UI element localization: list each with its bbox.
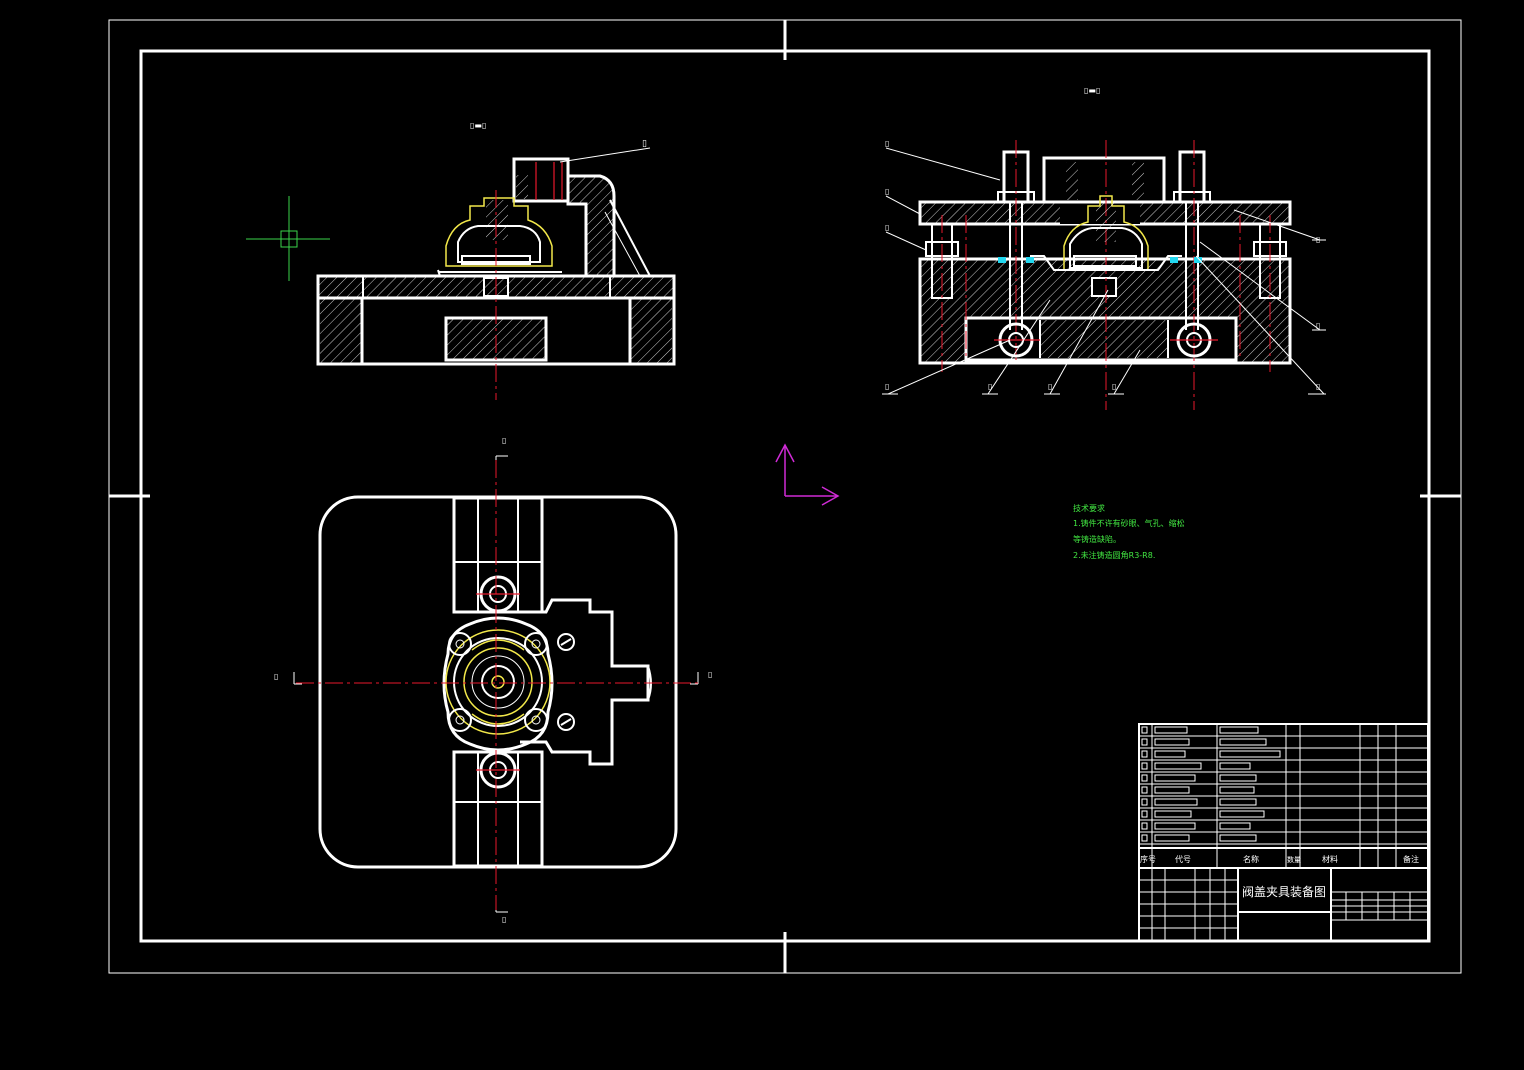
svg-text:▯: ▯	[1048, 382, 1052, 391]
bom-index-cell	[1141, 726, 1148, 734]
bom-code-cell	[1154, 762, 1202, 770]
bom-name-cell	[1219, 834, 1257, 842]
svg-text:▯▬▯: ▯▬▯	[1084, 86, 1100, 95]
svg-text:▯: ▯	[1316, 321, 1320, 330]
ucs-axis-icon	[775, 443, 840, 506]
crosshair-cursor-icon	[246, 196, 330, 281]
section-view-right: ▯▬▯	[882, 86, 1326, 410]
bom-name-cell	[1219, 738, 1267, 746]
bom-name-cell	[1219, 726, 1259, 734]
bom-index-cell	[1141, 774, 1148, 782]
bom-index-cell	[1141, 750, 1148, 758]
bom-name-cell	[1219, 786, 1255, 794]
svg-text:▯: ▯	[885, 187, 889, 196]
svg-text:▯: ▯	[885, 223, 889, 232]
bom-name-cell	[1219, 810, 1265, 818]
tech-req-line-3: 等铸造缺陷。	[1073, 534, 1121, 544]
bom-name-cell	[1219, 762, 1251, 770]
bom-index-cell	[1141, 738, 1148, 746]
technical-requirements: 技术要求 1.铸件不许有砂眼、气孔、缩松 等铸造缺陷。 2.未注铸造圆角R3-R…	[1073, 503, 1185, 560]
header-material: 材料	[1322, 854, 1338, 864]
top-view: ▯ ▯ ▯ ▯	[274, 436, 712, 924]
bom-name-cell	[1219, 750, 1281, 758]
header-remark: 备注	[1403, 854, 1419, 864]
bom-index-cell	[1141, 834, 1148, 842]
tech-req-line-4: 2.未注铸造圆角R3-R8.	[1073, 550, 1155, 560]
bom-code-cell	[1154, 774, 1196, 782]
header-qty: 数量	[1287, 855, 1301, 864]
bom-name-cell	[1219, 798, 1257, 806]
bom-code-cell	[1154, 750, 1186, 758]
bom-index-cell	[1141, 822, 1148, 830]
bom-name-cell	[1219, 822, 1251, 830]
title-block: 序号 代号 名称 数量 材料 备注 阀盖夹具装备图	[1138, 723, 1429, 942]
bom-name-cell	[1219, 774, 1257, 782]
header-code: 代号	[1175, 854, 1191, 864]
bom-code-cell	[1154, 726, 1188, 734]
front-view-left: ▯▬▯ ▯	[316, 121, 676, 400]
bom-code-cell	[1154, 834, 1190, 842]
sheet-border	[108, 19, 1462, 974]
svg-text:▯: ▯	[1112, 382, 1116, 391]
bom-index-cell	[1141, 798, 1148, 806]
bom-code-cell	[1154, 786, 1190, 794]
bom-index-cell	[1141, 810, 1148, 818]
svg-text:▯: ▯	[1316, 235, 1320, 244]
bom-code-cell	[1154, 738, 1190, 746]
svg-text:▯: ▯	[274, 672, 278, 681]
svg-text:▯: ▯	[988, 382, 992, 391]
svg-text:▯: ▯	[1316, 382, 1320, 391]
drawing-title: 阀盖夹具装备图	[1242, 885, 1326, 899]
svg-text:▯: ▯	[885, 139, 889, 148]
tech-req-line-1: 技术要求	[1073, 503, 1105, 513]
tech-req-line-2: 1.铸件不许有砂眼、气孔、缩松	[1073, 518, 1185, 528]
bom-code-cell	[1154, 810, 1192, 818]
svg-text:▯: ▯	[642, 139, 647, 149]
svg-text:▯: ▯	[885, 382, 889, 391]
header-name: 名称	[1243, 854, 1259, 864]
bom-index-cell	[1141, 762, 1148, 770]
svg-text:▯: ▯	[502, 436, 506, 445]
svg-text:▯: ▯	[502, 915, 506, 924]
bom-code-cell	[1154, 798, 1198, 806]
header-index: 序号	[1140, 854, 1156, 864]
svg-text:▯: ▯	[708, 670, 712, 679]
bom-index-cell	[1141, 786, 1148, 794]
svg-text:▯▬▯: ▯▬▯	[470, 121, 486, 130]
bom-code-cell	[1154, 822, 1196, 830]
